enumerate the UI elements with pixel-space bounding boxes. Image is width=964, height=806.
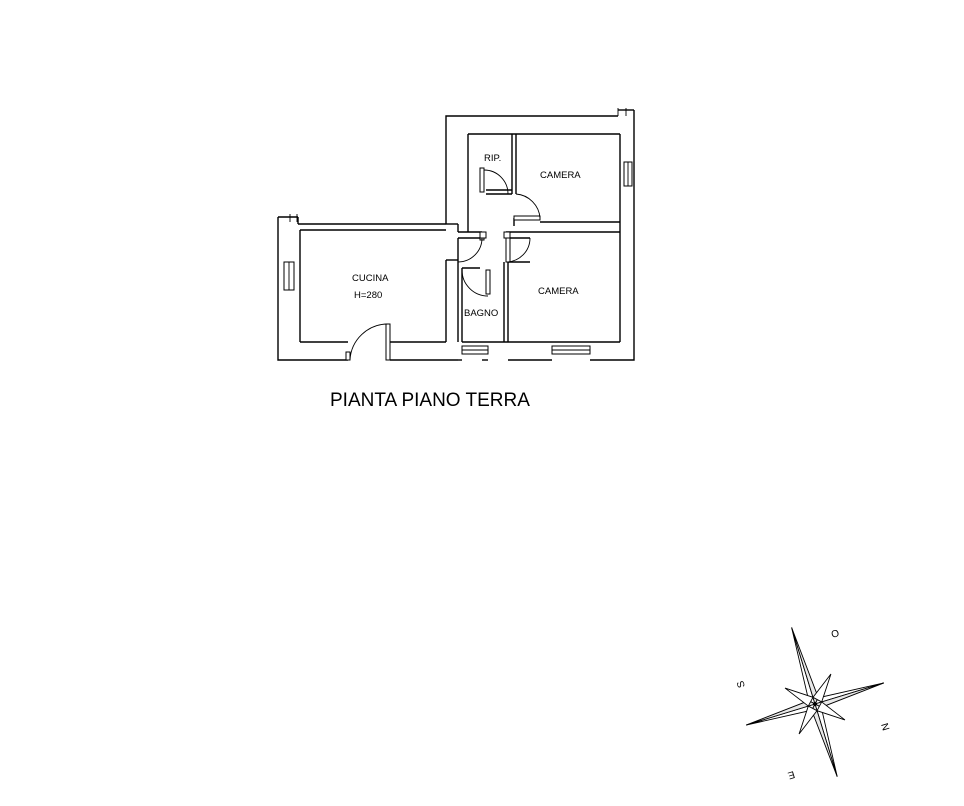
camera-south-door-swing	[505, 237, 531, 263]
room-label-camera-north: CAMERA	[540, 170, 581, 181]
rip-door-swing	[483, 169, 509, 195]
compass-point-south-shade	[745, 700, 817, 726]
kitchen-entrance-jamb	[345, 351, 351, 361]
rip-door	[479, 167, 485, 193]
room-label-cucina: CUCINA	[352, 273, 389, 284]
compass-point-nw	[784, 687, 814, 707]
bagno-door-swing	[461, 269, 489, 297]
compass-label-south: S	[735, 679, 748, 689]
compass-point-se	[816, 701, 846, 721]
compass-center	[813, 702, 817, 706]
corridor-top-jamb	[479, 231, 487, 239]
room-label-camera-south: CAMERA	[538, 286, 579, 297]
bedroom-block-right-wall	[590, 110, 635, 361]
room-height-cucina: H=280	[354, 290, 382, 301]
compass-label-north: N	[878, 722, 891, 732]
compass-label-west: O	[830, 628, 841, 641]
kitchen-entrance-door-swing	[349, 323, 389, 361]
plan-title: PIANTA PIANO TERRA	[330, 390, 530, 411]
camera-north-door	[513, 215, 541, 221]
bagno-door	[485, 269, 491, 295]
outer-walls	[277, 108, 635, 361]
room-label-bagno: BAGNO	[464, 308, 498, 319]
camera-north-door-swing	[515, 193, 541, 219]
room-labels: CUCINA H=280 RIP. CAMERA CAMERA BAGNO	[352, 153, 581, 319]
compass-point-sw	[798, 705, 818, 735]
corridor-right-jamb	[503, 231, 511, 239]
kitchen-entrance-door	[385, 323, 391, 361]
compass-rose	[745, 627, 885, 777]
compass-point-ne	[812, 673, 832, 703]
bedroom-block-outer-wall	[445, 115, 618, 224]
kitchen-outer-wall	[277, 217, 348, 361]
doors	[345, 167, 541, 361]
interior-partitions	[446, 134, 620, 343]
compass-label-east: E	[786, 768, 796, 781]
kitchen-corridor-door-swing	[457, 237, 483, 263]
room-label-rip: RIP.	[484, 153, 501, 164]
windows	[283, 161, 633, 355]
